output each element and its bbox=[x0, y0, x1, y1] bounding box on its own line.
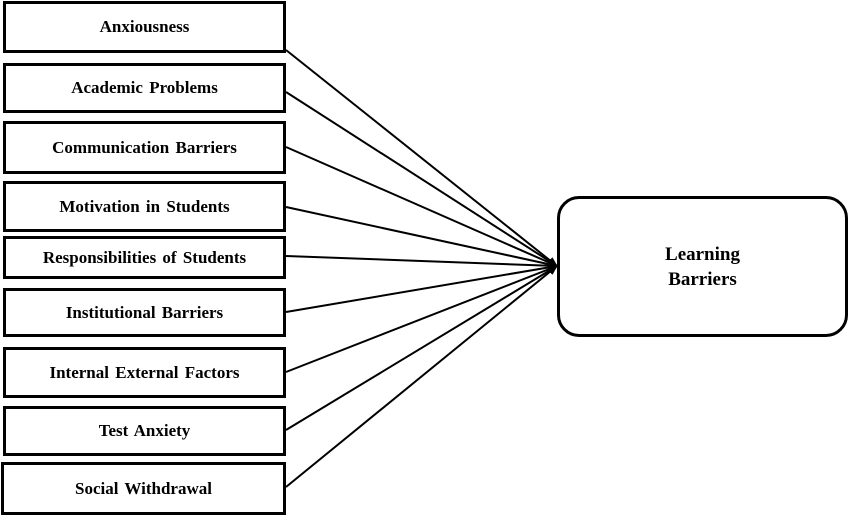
connector-line-test-anxiety bbox=[285, 265, 558, 431]
factor-label: Academic Problems bbox=[71, 78, 218, 97]
factor-label: Responsibilities of Students bbox=[42, 247, 247, 267]
factor-label: Motivation in Students bbox=[59, 196, 230, 216]
connector-line-internal-external-factors bbox=[285, 265, 558, 373]
connector-line-institutional-barriers bbox=[285, 263, 558, 313]
factor-label: Social Withdrawal bbox=[75, 478, 212, 498]
connector-line-social-withdrawal bbox=[285, 265, 558, 488]
factor-box-academic-problems: Academic Problems bbox=[3, 63, 286, 113]
factor-box-motivation-in-students: Motivation in Students bbox=[3, 181, 286, 232]
factor-box-anxiousness: Anxiousness bbox=[3, 1, 286, 53]
factor-label: Institutional Barriers bbox=[65, 302, 224, 322]
target-label-line1: Learning bbox=[665, 243, 740, 265]
factor-label: Internal External Factors bbox=[49, 362, 240, 382]
connector-line-communication-barriers bbox=[285, 146, 558, 267]
learning-barriers-box: Learning Barriers bbox=[557, 196, 848, 337]
factor-box-responsibilities-of-students: Responsibilities of Students bbox=[3, 236, 286, 279]
connector-line-responsibilities-of-students bbox=[285, 255, 558, 270]
factor-box-test-anxiety: Test Anxiety bbox=[3, 406, 286, 456]
connector-line-anxiousness bbox=[285, 49, 558, 267]
factor-label: Communication Barriers bbox=[52, 137, 237, 157]
factor-label: Test Anxiety bbox=[98, 421, 191, 440]
factor-box-internal-external-factors: Internal External Factors bbox=[3, 347, 286, 398]
connector-line-motivation-in-students bbox=[285, 206, 558, 268]
connector-line-academic-problems bbox=[285, 91, 558, 267]
factor-label: Anxiousness bbox=[99, 17, 190, 36]
factor-box-social-withdrawal: Social Withdrawal bbox=[1, 462, 286, 515]
factor-box-institutional-barriers: Institutional Barriers bbox=[3, 288, 286, 337]
factor-box-communication-barriers: Communication Barriers bbox=[3, 121, 286, 174]
target-label-line2: Barriers bbox=[668, 268, 737, 290]
